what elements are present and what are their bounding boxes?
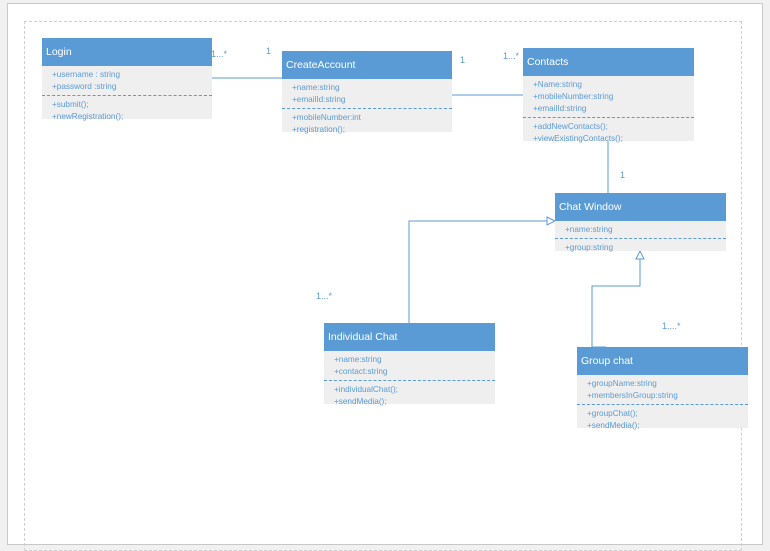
attribute: +password :string [52,82,117,91]
attribute: +Name:string [533,80,582,89]
operation: +mobileNumber:int [292,113,361,122]
multiplicity-createaccount-from-login: 1 [266,46,272,56]
operation: +groupChat(); [587,409,638,418]
class-contacts[interactable]: Contacts +Name:string +mobileNumber:stri… [523,48,694,143]
attribute: +name:string [565,225,613,234]
class-groupchat-attributes: +groupName:string +membersInGroup:string [577,375,748,405]
class-login-name: Login [42,38,212,66]
attribute: +groupName:string [587,379,657,388]
class-groupchat[interactable]: Group chat +groupName:string +membersInG… [577,347,748,430]
attribute: +mobileNumber:string [533,92,614,101]
class-createaccount-operations: +mobileNumber:int +registration(); [282,109,452,138]
multiplicity-contacts-chatwindow: 1 [620,170,626,180]
operation: +addNewContacts(); [533,122,608,131]
operation: +viewExistingContacts(); [533,134,623,143]
attribute: +name:string [292,83,340,92]
generalization-groupchat-chatwindow [591,259,641,347]
operation: +newRegistration(); [52,112,124,121]
multiplicity-individualchat: 1...* [316,291,333,301]
attribute: +membersInGroup:string [587,391,678,400]
class-contacts-name: Contacts [523,48,694,76]
class-chatwindow-attributes: +name:string [555,221,726,239]
class-createaccount-attributes: +name:string +emailId:string [282,79,452,109]
operation: +individualChat(); [334,385,398,394]
class-contacts-attributes: +Name:string +mobileNumber:string +email… [523,76,694,118]
generalization-arrowhead-group [635,249,645,260]
operation: +group:string [565,243,614,252]
multiplicity-groupchat: 1....* [662,321,681,331]
operation: +registration(); [292,125,346,134]
class-individualchat-attributes: +name:string +contact:string [324,351,495,381]
class-individualchat-name: Individual Chat [324,323,495,351]
multiplicity-login: 1...* [211,49,228,59]
class-login-attributes: +username : string +password :string [42,66,212,96]
attribute: +username : string [52,70,121,79]
generalization-arrowhead-individual [546,216,557,226]
class-createaccount[interactable]: CreateAccount +name:string +emailId:stri… [282,51,452,134]
class-createaccount-name: CreateAccount [282,51,452,79]
generalization-individualchat-chatwindow [408,220,547,323]
attribute: +contact:string [334,367,388,376]
attribute: +emailId:string [533,104,587,113]
class-login-operations: +submit(); +newRegistration(); [42,96,212,125]
operation: +submit(); [52,100,89,109]
multiplicity-contacts: 1...* [503,51,520,61]
operation: +sendMedia(); [587,421,640,430]
class-individualchat[interactable]: Individual Chat +name:string +contact:st… [324,323,495,406]
class-groupchat-name: Group chat [577,347,748,375]
class-individualchat-operations: +individualChat(); +sendMedia(); [324,381,495,410]
multiplicity-createaccount-to-contacts: 1 [460,55,466,65]
operation: +sendMedia(); [334,397,387,406]
class-login[interactable]: Login +username : string +password :stri… [42,38,212,121]
class-chatwindow-operations: +group:string [555,239,726,256]
class-chatwindow[interactable]: Chat Window +name:string +group:string [555,193,726,252]
class-contacts-operations: +addNewContacts(); +viewExistingContacts… [523,118,694,147]
attribute: +emailId:string [292,95,346,104]
class-groupchat-operations: +groupChat(); +sendMedia(); [577,405,748,434]
class-chatwindow-name: Chat Window [555,193,726,221]
attribute: +name:string [334,355,382,364]
